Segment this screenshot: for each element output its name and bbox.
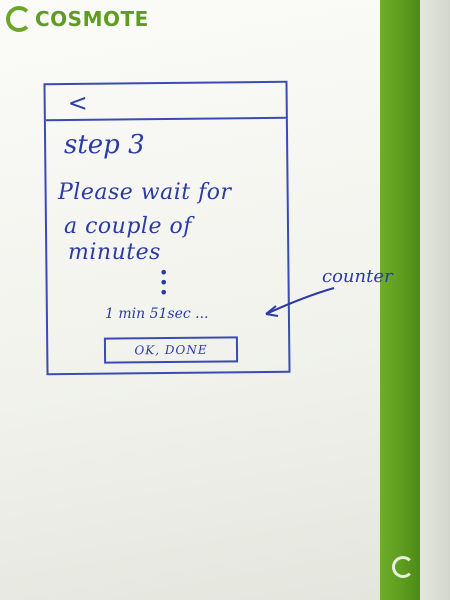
green-stripe xyxy=(380,0,420,600)
annotation-counter-label: counter xyxy=(322,266,393,287)
step-title: step 3 xyxy=(64,130,145,160)
progress-dot: • xyxy=(159,263,169,282)
countdown-timer: 1 min 51sec ... xyxy=(105,306,209,322)
sketch-header: < xyxy=(45,82,286,122)
progress-dot: • xyxy=(159,283,169,302)
ok-done-button[interactable]: OK, DONE xyxy=(103,336,239,364)
paper-background xyxy=(0,0,380,600)
progress-dots: • • • xyxy=(159,263,169,302)
brand-name: COSMOTE xyxy=(35,7,149,31)
brand-logo: COSMOTE xyxy=(6,6,149,32)
wait-message-line-2: a couple of xyxy=(64,214,192,239)
right-edge xyxy=(420,0,450,600)
wait-message-line-1: Please wait for xyxy=(58,180,232,205)
corner-logo-icon xyxy=(392,556,414,578)
annotation-arrow-icon xyxy=(265,287,335,317)
progress-dot: • xyxy=(159,273,169,292)
cosmote-logo-icon xyxy=(6,6,32,32)
wait-message-line-3: minutes xyxy=(68,240,161,265)
chevron-left-icon[interactable]: < xyxy=(67,88,88,118)
